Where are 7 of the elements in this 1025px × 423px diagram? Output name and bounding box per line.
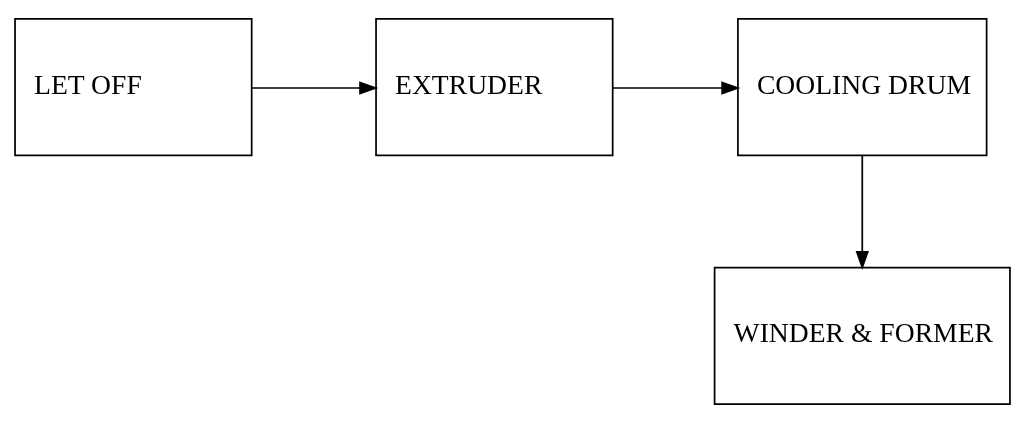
arrow (611, 81, 741, 95)
node-box: COOLING DRUM (737, 18, 988, 157)
arrow (251, 81, 379, 95)
node-box: LET OFF (14, 18, 253, 157)
node-box: EXTRUDER (375, 18, 614, 157)
node-box: WINDER & FORMER (713, 266, 1011, 405)
arrow (855, 154, 869, 271)
